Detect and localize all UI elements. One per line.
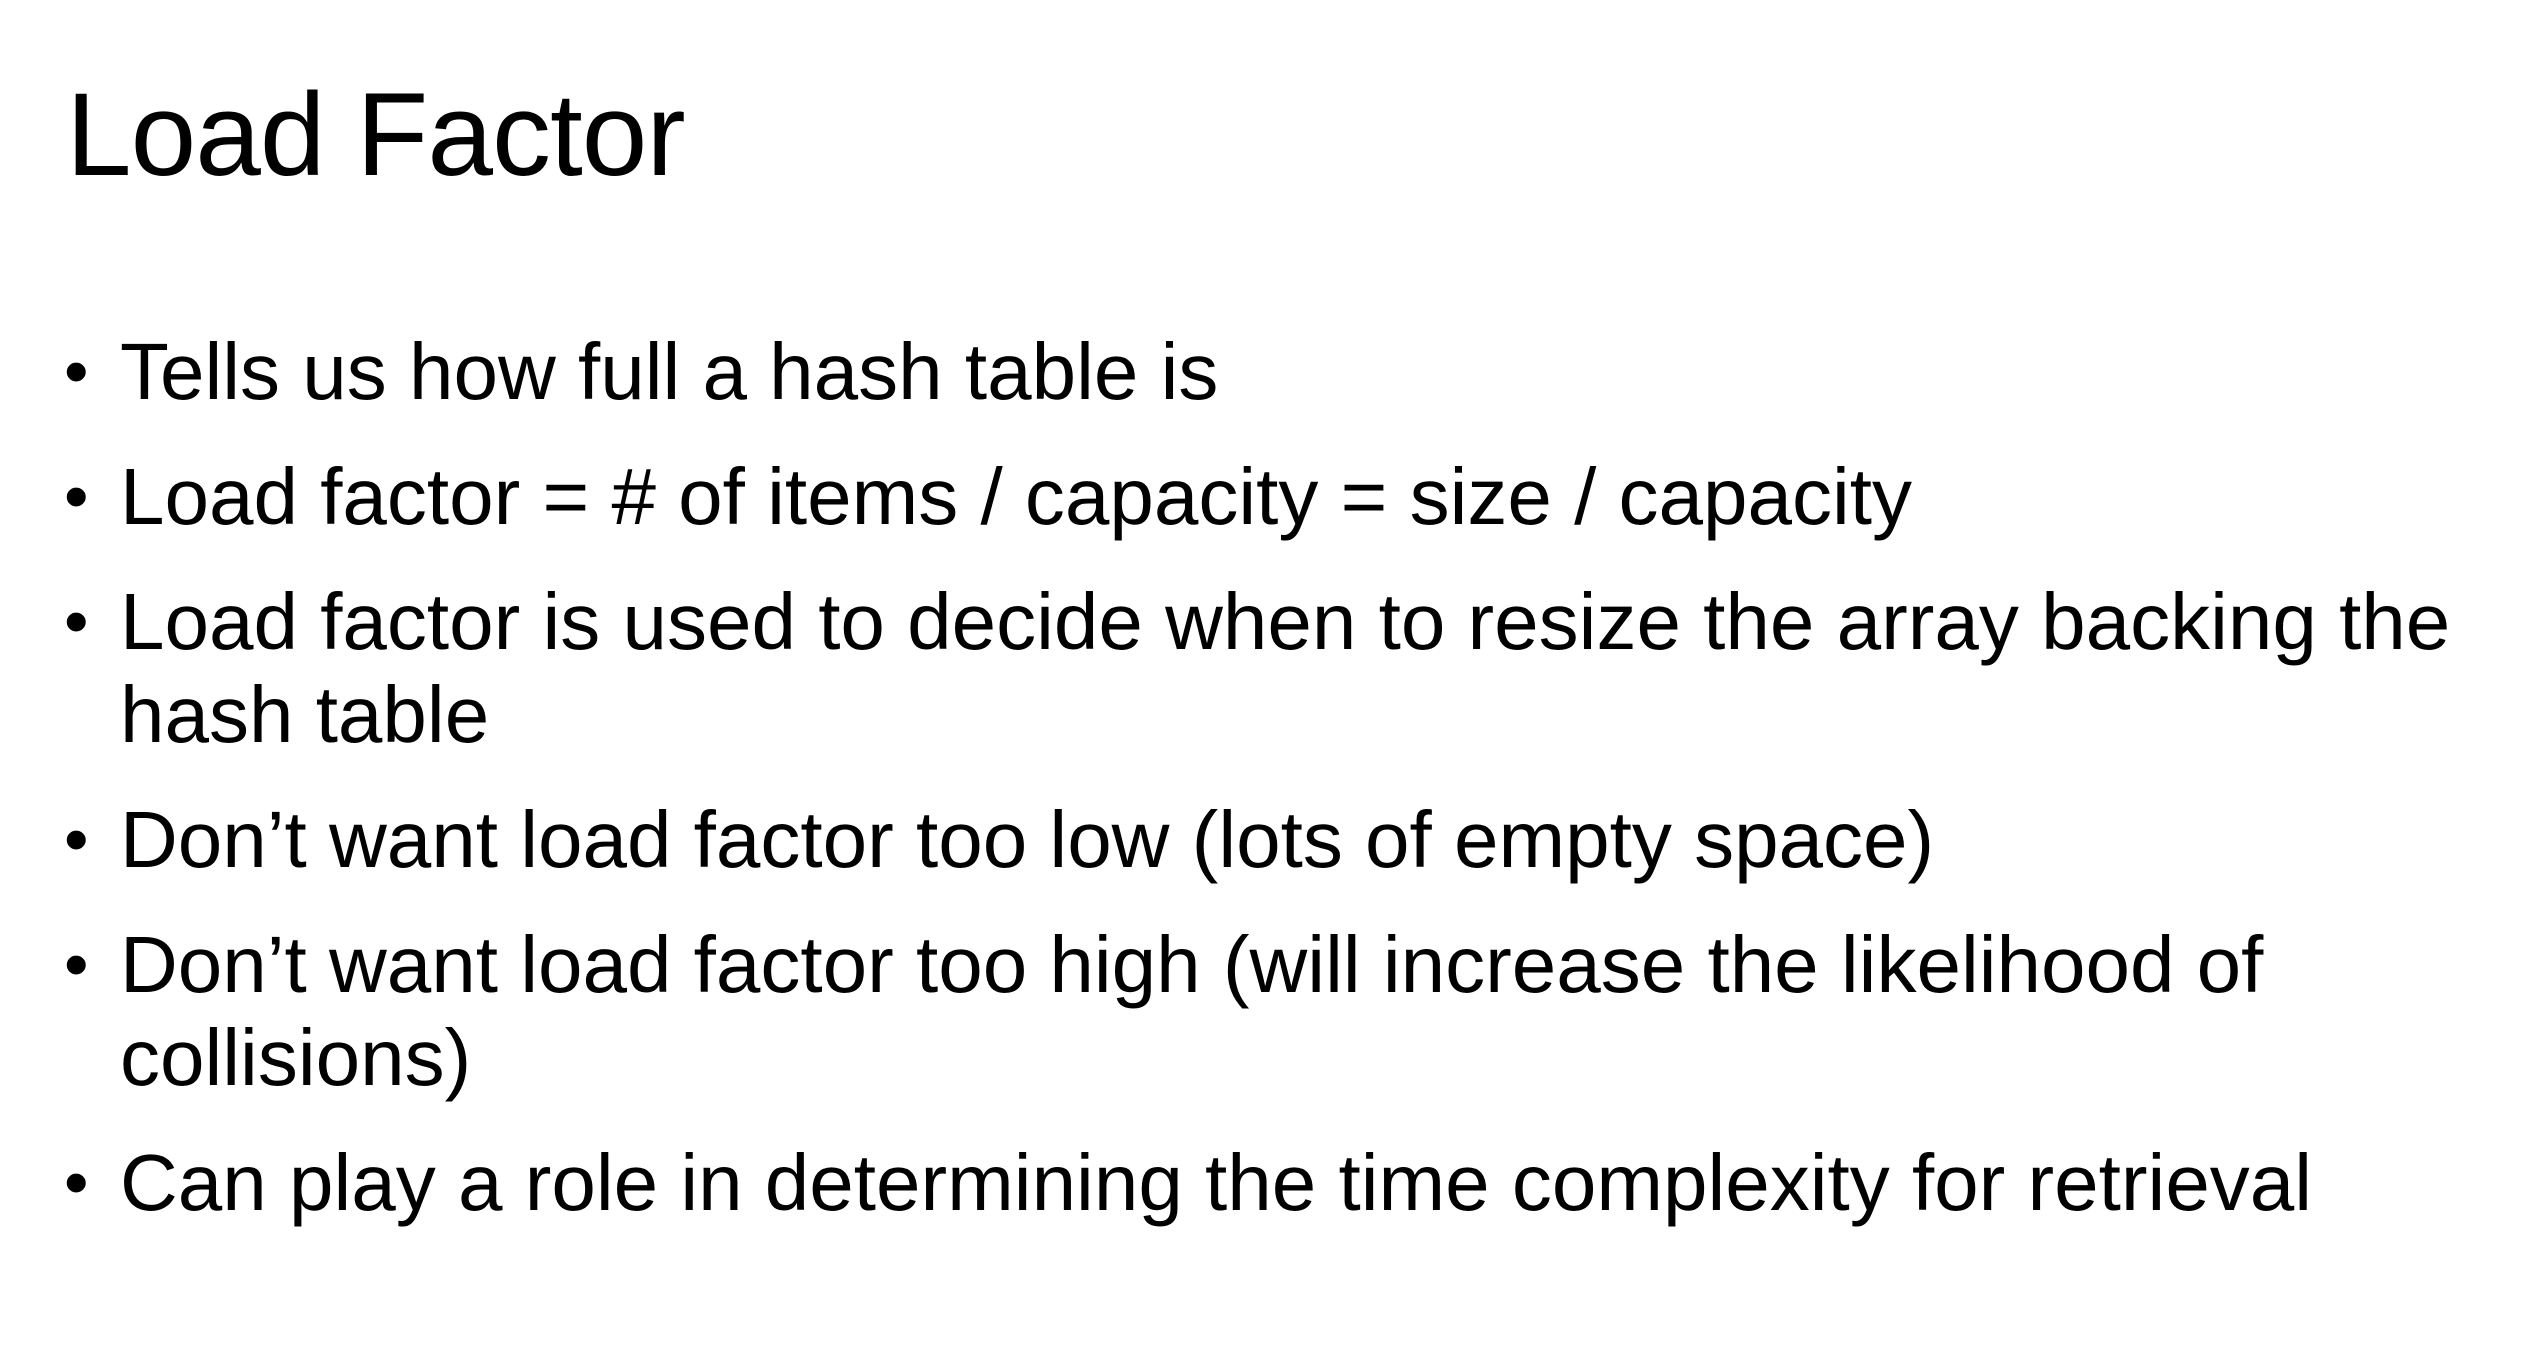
slide-title: Load Factor [66,69,686,201]
bullet-text: Tells us how full a hash table is [120,327,1219,416]
bullet-text: Don’t want load factor too low (lots of … [120,795,1935,884]
bullet-item: • Don’t want load factor too low (lots o… [60,793,2500,886]
bullet-text: Don’t want load factor too high (will in… [120,920,2264,1102]
bullet-item: • Tells us how full a hash table is [60,325,2500,418]
bullet-dot-icon: • [64,925,89,1003]
bullet-dot-icon: • [64,457,89,535]
bullet-list: • Tells us how full a hash table is • Lo… [60,325,2500,1261]
bullet-dot-icon: • [64,1143,89,1221]
bullet-text: Can play a role in determining the time … [120,1138,2313,1227]
bullet-text: Load factor is used to decide when to re… [120,577,2451,759]
bullet-item: • Load factor = # of items / capacity = … [60,450,2500,543]
bullet-dot-icon: • [64,800,89,878]
bullet-item: • Can play a role in determining the tim… [60,1136,2500,1229]
bullet-text: Load factor = # of items / capacity = si… [120,452,1912,541]
bullet-item: • Load factor is used to decide when to … [60,575,2500,761]
bullet-dot-icon: • [64,582,89,660]
bullet-item: • Don’t want load factor too high (will … [60,918,2500,1104]
bullet-dot-icon: • [64,332,89,410]
